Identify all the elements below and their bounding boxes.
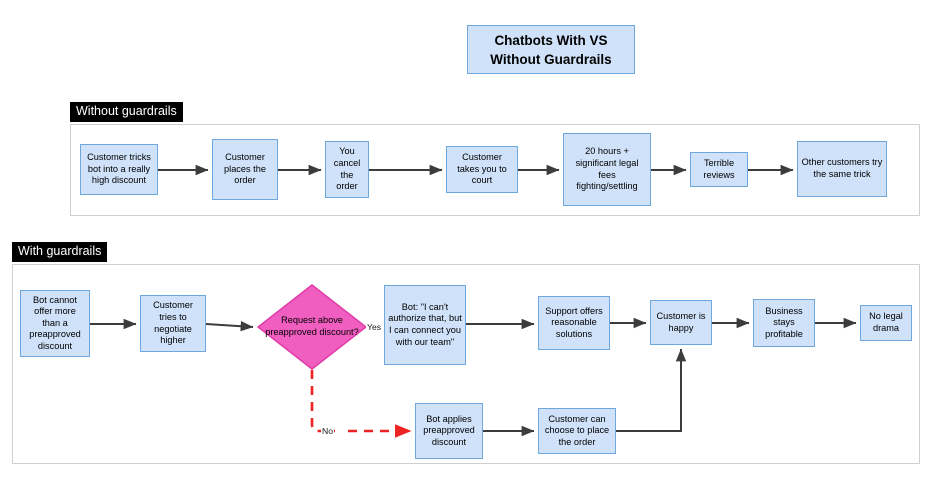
edge-no-branch <box>310 370 411 431</box>
node-business-stays-profitable[interactable]: Business stays profitable <box>753 299 815 347</box>
node-customer-places-order[interactable]: Customer places the order <box>212 139 278 200</box>
edge-w2-w3 <box>205 321 254 332</box>
chart-title-line1: Chatbots With VS <box>494 32 608 48</box>
node-support-offers-solutions[interactable]: Support offers reasonable solutions <box>538 296 610 350</box>
node-legal-fees[interactable]: 20 hours + significant legal fees fighti… <box>563 133 651 206</box>
node-bot-applies-discount[interactable]: Bot applies preapproved discount <box>415 403 483 459</box>
node-customer-takes-you-to-court[interactable]: Customer takes you to court <box>446 146 518 193</box>
node-no-legal-drama[interactable]: No legal drama <box>860 305 912 341</box>
diamond-shape <box>256 284 368 370</box>
section-label-without-guardrails: Without guardrails <box>70 102 183 122</box>
edge-w10-w6 <box>616 348 687 432</box>
node-customer-negotiate-higher[interactable]: Customer tries to negotiate higher <box>140 295 206 352</box>
node-customer-choose-place-order[interactable]: Customer can choose to place the order <box>538 408 616 454</box>
section-label-with-guardrails: With guardrails <box>12 242 108 262</box>
node-bot-cannot-offer-more[interactable]: Bot cannot offer more than a preapproved… <box>20 290 90 357</box>
node-other-customers-same-trick[interactable]: Other customers try the same trick <box>797 141 887 197</box>
node-you-cancel-order[interactable]: You cancel the order <box>325 141 369 198</box>
edge-label-yes: Yes <box>366 322 383 332</box>
chart-title-box: Chatbots With VS Without Guardrails <box>467 25 635 74</box>
node-bot-cannot-authorize[interactable]: Bot: "I can't authorize that, but I can … <box>384 285 466 365</box>
node-customer-is-happy[interactable]: Customer is happy <box>650 300 712 345</box>
decision-request-above-preapproved[interactable]: Request above preapproved discount? <box>256 284 368 370</box>
edge-label-no: No <box>321 426 334 436</box>
chart-title-line2: Without Guardrails <box>490 51 612 67</box>
node-customer-tricks-bot[interactable]: Customer tricks bot into a really high d… <box>80 144 158 195</box>
node-terrible-reviews[interactable]: Terrible reviews <box>690 152 748 187</box>
